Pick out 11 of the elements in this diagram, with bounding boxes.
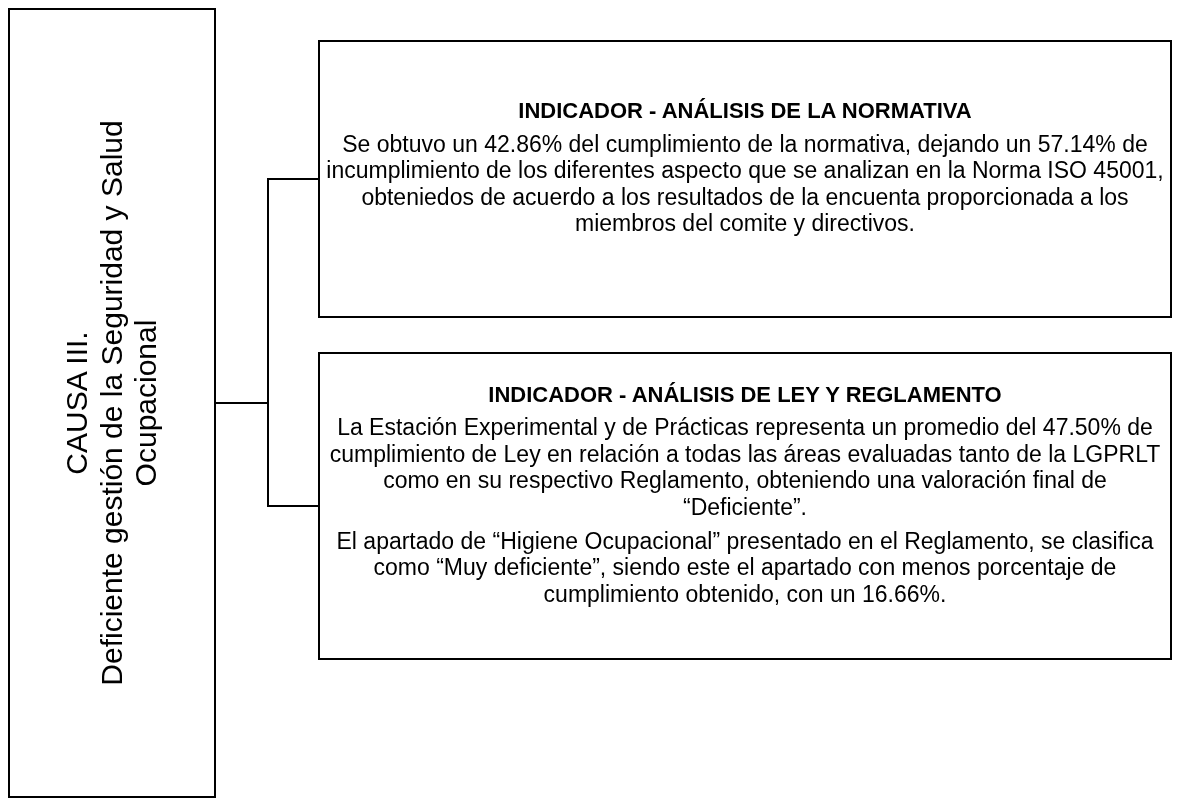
indicator-text: La Estación Experimental y de Prácticas representa un promedio del 47.50% de cumplimiento de Ley en relación a todas las áreas evaluadas tanto de la LGPRLT como en su respectivo Reglamento, obteniendo una valoración final de “Deficiente”. [328, 414, 1162, 520]
cause-title: CAUSA III. [60, 331, 95, 475]
cause-box [8, 8, 216, 798]
indicator-box [318, 352, 1172, 660]
indicator-heading: INDICADOR - ANÁLISIS DE LEY Y REGLAMENTO [488, 380, 1002, 409]
connector-line [215, 402, 319, 507]
indicator-box [318, 40, 1172, 318]
indicator-text: El apartado de “Higiene Ocupacional” presentado en el Reglamento, se clasifica como “Muy deficiente”, siendo este el apartado con menos porcentaje de cumplimiento obtenido, con un 16.66%. [335, 527, 1155, 608]
cause-description: Deficiente gestión de la Seguridad y Salud Ocupacional [94, 119, 164, 688]
indicator-heading: INDICADOR - ANÁLISIS DE LA NORMATIVA [518, 97, 972, 125]
indicator-text: Se obtuvo un 42.86% del cumplimiento de la normativa, dejando un 57.14% de incumplimiento de los diferentes aspecto que se analizan en la Norma ISO 45001, obteniedos de acuerdo a los resultados de la encuenta proporcionada a los miembros del comite y directivos. [325, 130, 1165, 237]
